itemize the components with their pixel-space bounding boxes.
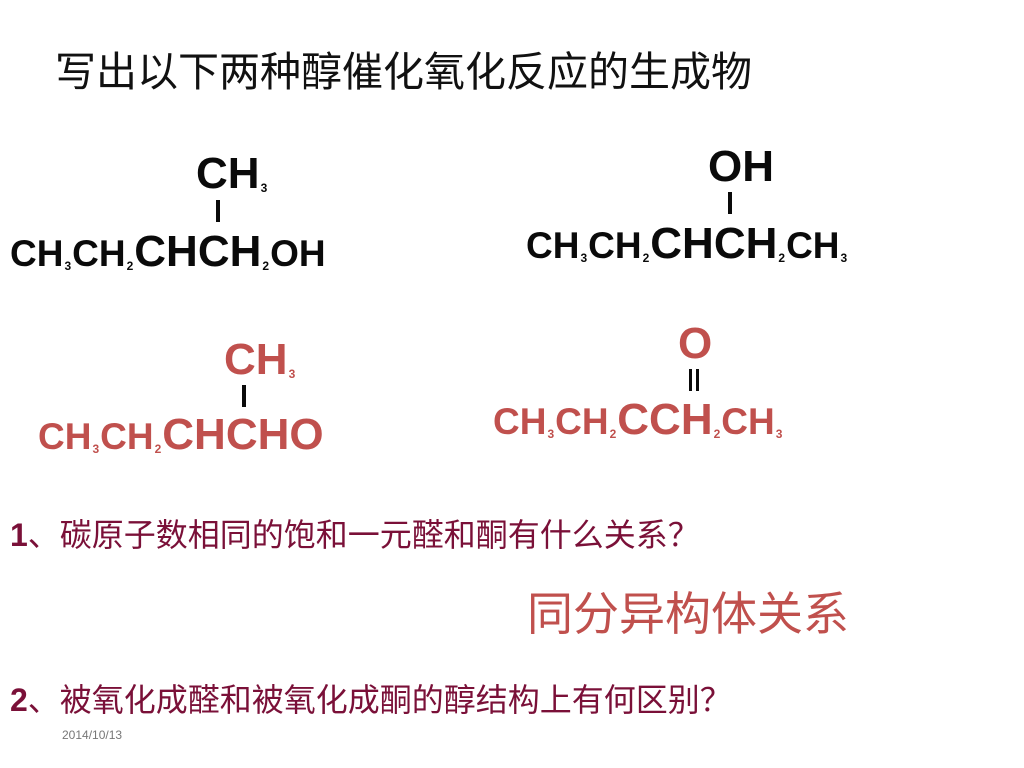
molecule2-branch: OH: [708, 142, 774, 191]
product2-double-bond-left: [689, 369, 692, 391]
product1-branch: CH3: [224, 335, 296, 384]
molecule1-branch: CH3: [196, 149, 268, 198]
molecule2-formula: CH3CH2CHCH2CH3: [526, 219, 848, 268]
molecule1-formula: CH3CH2CHCH2OH: [10, 227, 326, 276]
molecule1-bond: [216, 200, 220, 222]
product1-bond: [242, 385, 246, 407]
slide-title: 写出以下两种醇催化氧化反应的生成物: [55, 48, 752, 96]
product2-branch: O: [678, 319, 713, 368]
answer-1: 同分异构体关系: [527, 587, 849, 641]
product2-formula: CH3CH2CCH2CH3: [493, 395, 783, 444]
question-2: 2、被氧化成醛和被氧化成酮的醇结构上有何区别？: [10, 681, 732, 719]
product1-formula: CH3CH2CHCHO: [38, 410, 324, 459]
question-1: 1、碳原子数相同的饱和一元醛和酮有什么关系？: [10, 516, 700, 554]
molecule2-bond: [728, 192, 732, 214]
slide-date: 2014/10/13: [62, 728, 123, 742]
product2-double-bond-right: [696, 369, 699, 391]
